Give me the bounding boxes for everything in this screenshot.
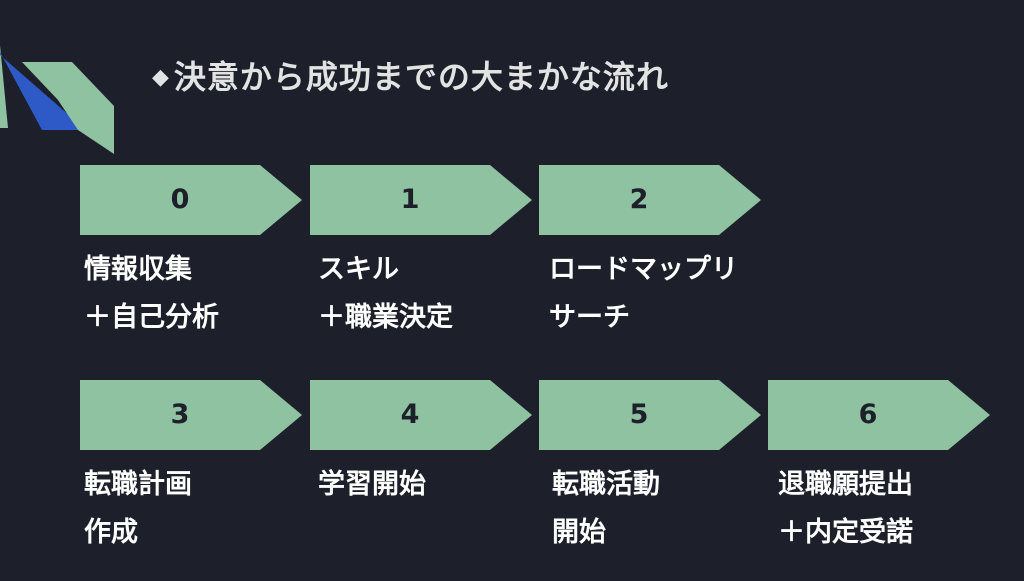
step-1-label: スキル ＋職業決定: [318, 246, 453, 342]
step-4-label: 学習開始: [318, 461, 426, 509]
title-text: 決意から成功までの大まかな流れ: [173, 58, 669, 96]
step-6-arrow: 6: [768, 380, 990, 450]
step-number: 3: [170, 399, 190, 430]
step-number: 5: [629, 399, 649, 430]
step-0-arrow: 0: [80, 165, 302, 235]
step-number: 2: [629, 184, 649, 215]
step-label-line: 情報収集: [84, 254, 192, 285]
arrow-shape: [310, 380, 532, 450]
step-2-label: ロードマップリ サーチ: [549, 246, 738, 342]
step-label-line: 転職活動: [552, 469, 660, 500]
step-5-arrow: 5: [539, 380, 761, 450]
step-number: 6: [858, 399, 878, 430]
arrow-shape: [80, 380, 302, 450]
arrow-shape: [80, 165, 302, 235]
step-6-label: 退職願提出 ＋内定受諾: [778, 461, 913, 557]
page-title: ◆決意から成功までの大まかな流れ: [152, 52, 669, 98]
step-label-line: 転職計画: [84, 469, 192, 500]
arrow-shape: [768, 380, 990, 450]
step-0-label: 情報収集 ＋自己分析: [84, 246, 219, 342]
step-3-label: 転職計画 作成: [84, 461, 192, 557]
step-3-arrow: 3: [80, 380, 302, 450]
corner-decoration: [0, 45, 114, 154]
step-label-line: 学習開始: [318, 469, 426, 500]
step-number: 4: [400, 399, 420, 430]
step-label-line: ＋内定受諾: [778, 517, 913, 548]
step-label-line: 退職願提出: [778, 469, 913, 500]
step-label-line: 開始: [552, 517, 606, 548]
step-label-line: ＋職業決定: [318, 302, 453, 333]
step-label-line: ロードマップリ: [549, 254, 738, 285]
step-number: 0: [170, 184, 190, 215]
step-number: 1: [400, 184, 420, 215]
arrow-shape: [539, 165, 761, 235]
arrow-shape: [539, 380, 761, 450]
step-2-arrow: 2: [539, 165, 761, 235]
step-label-line: スキル: [318, 254, 399, 285]
diamond-icon: ◆: [152, 65, 170, 90]
step-1-arrow: 1: [310, 165, 532, 235]
step-4-arrow: 4: [310, 380, 532, 450]
step-label-line: 作成: [84, 517, 138, 548]
step-5-label: 転職活動 開始: [552, 461, 660, 557]
arrow-shape: [310, 165, 532, 235]
step-label-line: サーチ: [549, 302, 630, 333]
step-label-line: ＋自己分析: [84, 302, 219, 333]
